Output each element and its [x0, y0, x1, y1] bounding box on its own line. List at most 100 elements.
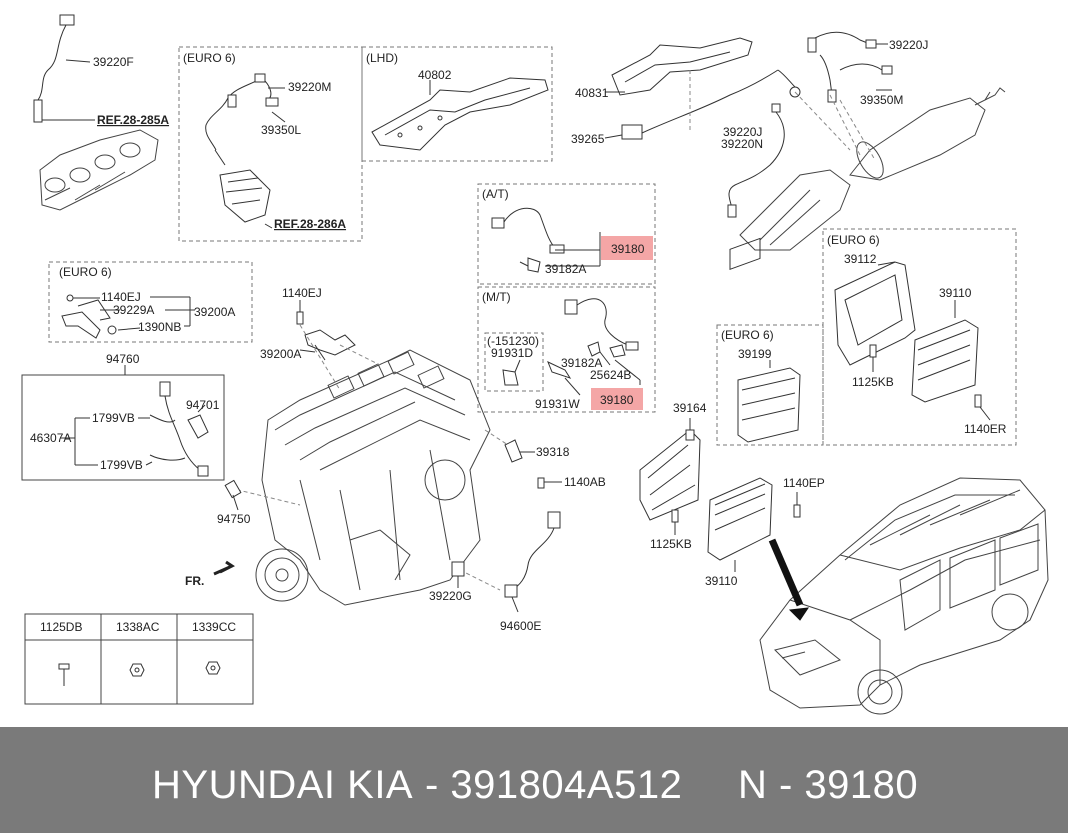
- engine-leader-lines: [229, 324, 509, 591]
- exhaust-system: [739, 87, 1006, 251]
- box-euro6-top: [178, 46, 363, 242]
- sensor-94600E: [504, 511, 561, 613]
- label-at-39180[interactable]: 39180: [611, 242, 645, 256]
- label-39220M: 39220M: [288, 80, 331, 94]
- ecu-39110-euro6: [911, 300, 991, 421]
- label-1140EJ: 1140EJ: [282, 286, 322, 300]
- location-arrow: [768, 538, 804, 607]
- box-lhd: [361, 46, 553, 162]
- nut-1338AC-icon: [129, 663, 145, 677]
- label-39229A: 39229A: [113, 303, 154, 317]
- highlight-mt-39180: [591, 388, 643, 410]
- highlight-at-39180: [601, 236, 653, 260]
- fastener-table: [24, 613, 254, 705]
- label-39350L: 39350L: [261, 123, 301, 137]
- sensor-39265: [604, 69, 801, 140]
- label-39318: 39318: [536, 445, 570, 459]
- ecu-bracket-39112: [834, 261, 916, 372]
- label-40831: 40831: [575, 86, 609, 100]
- box-94760: [21, 374, 225, 481]
- euro6-sensor-group: [205, 73, 286, 229]
- label-91931D: 91931D: [491, 346, 533, 360]
- box-label-euro6-top: (EURO 6): [183, 51, 236, 65]
- heat-shield-40802: [371, 77, 549, 151]
- label-39164: 39164: [673, 401, 707, 415]
- box-label-euro6-left: (EURO 6): [59, 265, 112, 279]
- label-39200A-box: 39200A: [194, 305, 235, 319]
- ref-28-285A[interactable]: REF.28-285A: [97, 113, 169, 127]
- group-boxes: [48, 46, 1017, 446]
- sensor-94760: [60, 381, 242, 511]
- sensor-39220G: [451, 561, 465, 588]
- label-39220G: 39220G: [429, 589, 472, 603]
- sensor-39220J-39220N: [727, 103, 785, 218]
- box-euro6-right: [822, 228, 1017, 446]
- parts-diagram: 39220F REF.28-285A (EURO 6) 39220M 39350…: [21, 14, 1049, 715]
- heat-shield-40831: [605, 37, 753, 96]
- footer-brand: HYUNDAI KIA: [152, 763, 414, 807]
- fastener-icons: [58, 661, 221, 686]
- box-label-euro6-right: (EURO 6): [827, 233, 880, 247]
- label-mt-39182A: 39182A: [561, 356, 602, 370]
- label-at-39182A: 39182A: [545, 262, 586, 276]
- footer-position-number: N - 39180: [738, 763, 919, 807]
- label-39220J-top: 39220J: [889, 38, 928, 52]
- label-39110-euro6: 39110: [939, 286, 972, 300]
- box-date-range: [484, 332, 544, 392]
- exhaust-manifold: [39, 129, 159, 211]
- ecu-39110: [671, 237, 801, 572]
- label-94750: 94750: [217, 512, 251, 526]
- label-mt-39180[interactable]: 39180: [600, 393, 634, 407]
- label-39110: 39110: [705, 574, 738, 588]
- ecu-bracket-39164: [639, 418, 701, 521]
- bracket-group-euro6-left: [61, 294, 195, 339]
- label-1125KB: 1125KB: [650, 537, 692, 551]
- sensor-39318: [504, 439, 562, 489]
- box-label-mt: (M/T): [482, 290, 511, 304]
- bolt-1125DB-icon: [58, 663, 70, 686]
- van-illustration: [759, 477, 1049, 715]
- front-arrow-icon: [213, 560, 235, 576]
- box-label-lhd: (LHD): [366, 51, 398, 65]
- label-39220J-mid: 39220J: [723, 125, 762, 139]
- labels: 39220F REF.28-285A (EURO 6) 39220M 39350…: [30, 38, 1007, 634]
- box-label-euro6-mid: (EURO 6): [721, 328, 774, 342]
- table-header-1339CC: 1339CC: [192, 620, 236, 634]
- part-info-footer: HYUNDAI KIA - 391804A512 N - 39180: [0, 727, 1068, 833]
- label-1140EP: 1140EP: [783, 476, 825, 490]
- label-1140ER: 1140ER: [964, 422, 1007, 436]
- label-39112: 39112: [844, 252, 877, 266]
- label-91931W: 91931W: [535, 397, 580, 411]
- bracket-39200A: [296, 300, 356, 361]
- label-1799VB-a: 1799VB: [92, 411, 135, 425]
- label-94701: 94701: [186, 398, 220, 412]
- table-header-1125DB: 1125DB: [40, 620, 82, 634]
- box-euro6-left: [48, 261, 253, 343]
- box-mt: [477, 286, 656, 413]
- table-header-1338AC: 1338AC: [116, 620, 160, 634]
- box-label-date-range: (-151230): [487, 334, 539, 348]
- engine-block: [255, 349, 491, 606]
- sensor-39220F: [33, 14, 95, 123]
- label-94760: 94760: [106, 352, 140, 366]
- label-front: FR.: [185, 574, 204, 588]
- label-25624B: 25624B: [590, 368, 631, 382]
- ref-28-286A[interactable]: REF.28-286A: [274, 217, 346, 231]
- label-1799VB-b: 1799VB: [100, 458, 143, 472]
- label-39220N: 39220N: [721, 137, 763, 151]
- sensor-39220J-39350M: [807, 31, 893, 103]
- speed-sensor-at: [491, 207, 601, 273]
- label-94600E: 94600E: [500, 619, 541, 633]
- box-at: [477, 183, 656, 285]
- label-1140AB: 1140AB: [564, 475, 606, 489]
- label-39220F: 39220F: [93, 55, 134, 69]
- speed-sensor-mt: [502, 298, 641, 396]
- label-39199: 39199: [738, 347, 772, 361]
- label-46307A: 46307A: [30, 431, 71, 445]
- exhaust-leader-lines: [689, 70, 876, 161]
- ecu-39199: [737, 360, 801, 443]
- label-1140EJ-box: 1140EJ: [101, 290, 141, 304]
- footer-part-number: - 391804A512: [425, 763, 683, 807]
- box-euro6-mid: [716, 324, 824, 446]
